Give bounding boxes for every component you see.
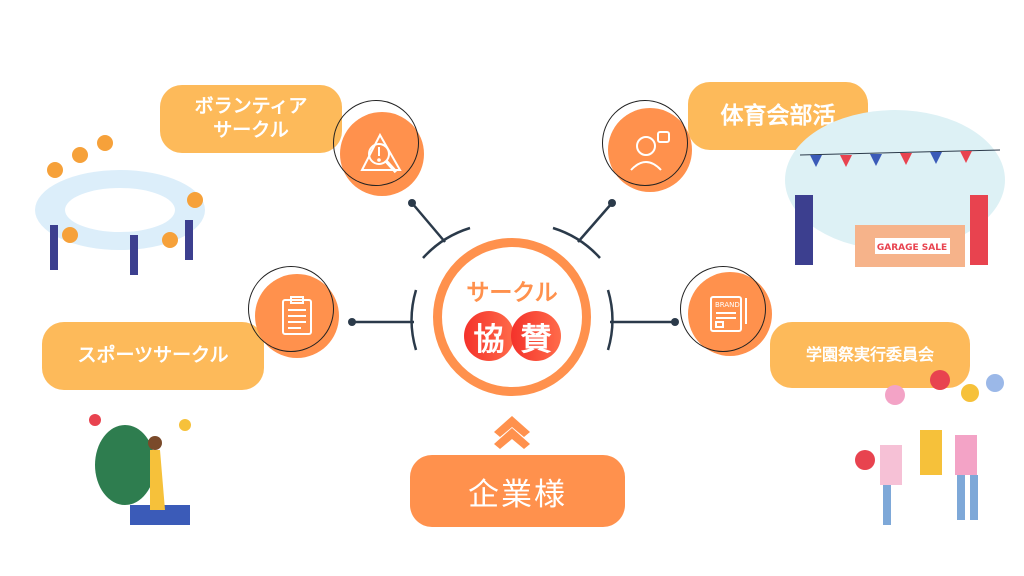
connector-dot	[408, 199, 416, 207]
label-text: 体育会部活	[720, 102, 836, 129]
sports-illustration	[89, 414, 191, 525]
athletic-club-label: 体育会部活	[688, 82, 868, 150]
node-outline	[680, 266, 766, 352]
connector-dot	[671, 318, 679, 326]
connector-dot	[348, 318, 356, 326]
connector-dot	[608, 199, 616, 207]
label-line: サークル	[213, 119, 289, 141]
hub-title: サークル	[466, 280, 558, 306]
celebration-illustration	[855, 370, 1004, 525]
arc-right	[606, 289, 614, 351]
node-outline	[333, 100, 419, 186]
sponsor-company-button[interactable]: 企業様	[410, 455, 625, 527]
meeting-table-illustration	[35, 135, 205, 275]
arc-left	[410, 289, 418, 351]
volunteer-circle-label: ボランティア サークル	[160, 85, 342, 153]
garage-sale-illustration: GARAGE SALE	[785, 110, 1005, 267]
node-outline	[602, 100, 688, 186]
label-line: ボランティア	[194, 95, 308, 118]
node-outline	[248, 266, 334, 352]
label-text: 学園祭実行委員会	[805, 345, 934, 364]
garage-sale-sign: GARAGE SALE	[877, 243, 947, 253]
chevron-up-icon	[494, 416, 530, 449]
sports-circle-label: スポーツサークル	[42, 322, 264, 390]
hub-kanji: 協	[464, 311, 514, 361]
circle-sponsorship-hub: サークル 協 賛	[433, 238, 591, 396]
label-text: スポーツサークル	[77, 344, 229, 367]
hub-kanji: 賛	[511, 311, 561, 361]
